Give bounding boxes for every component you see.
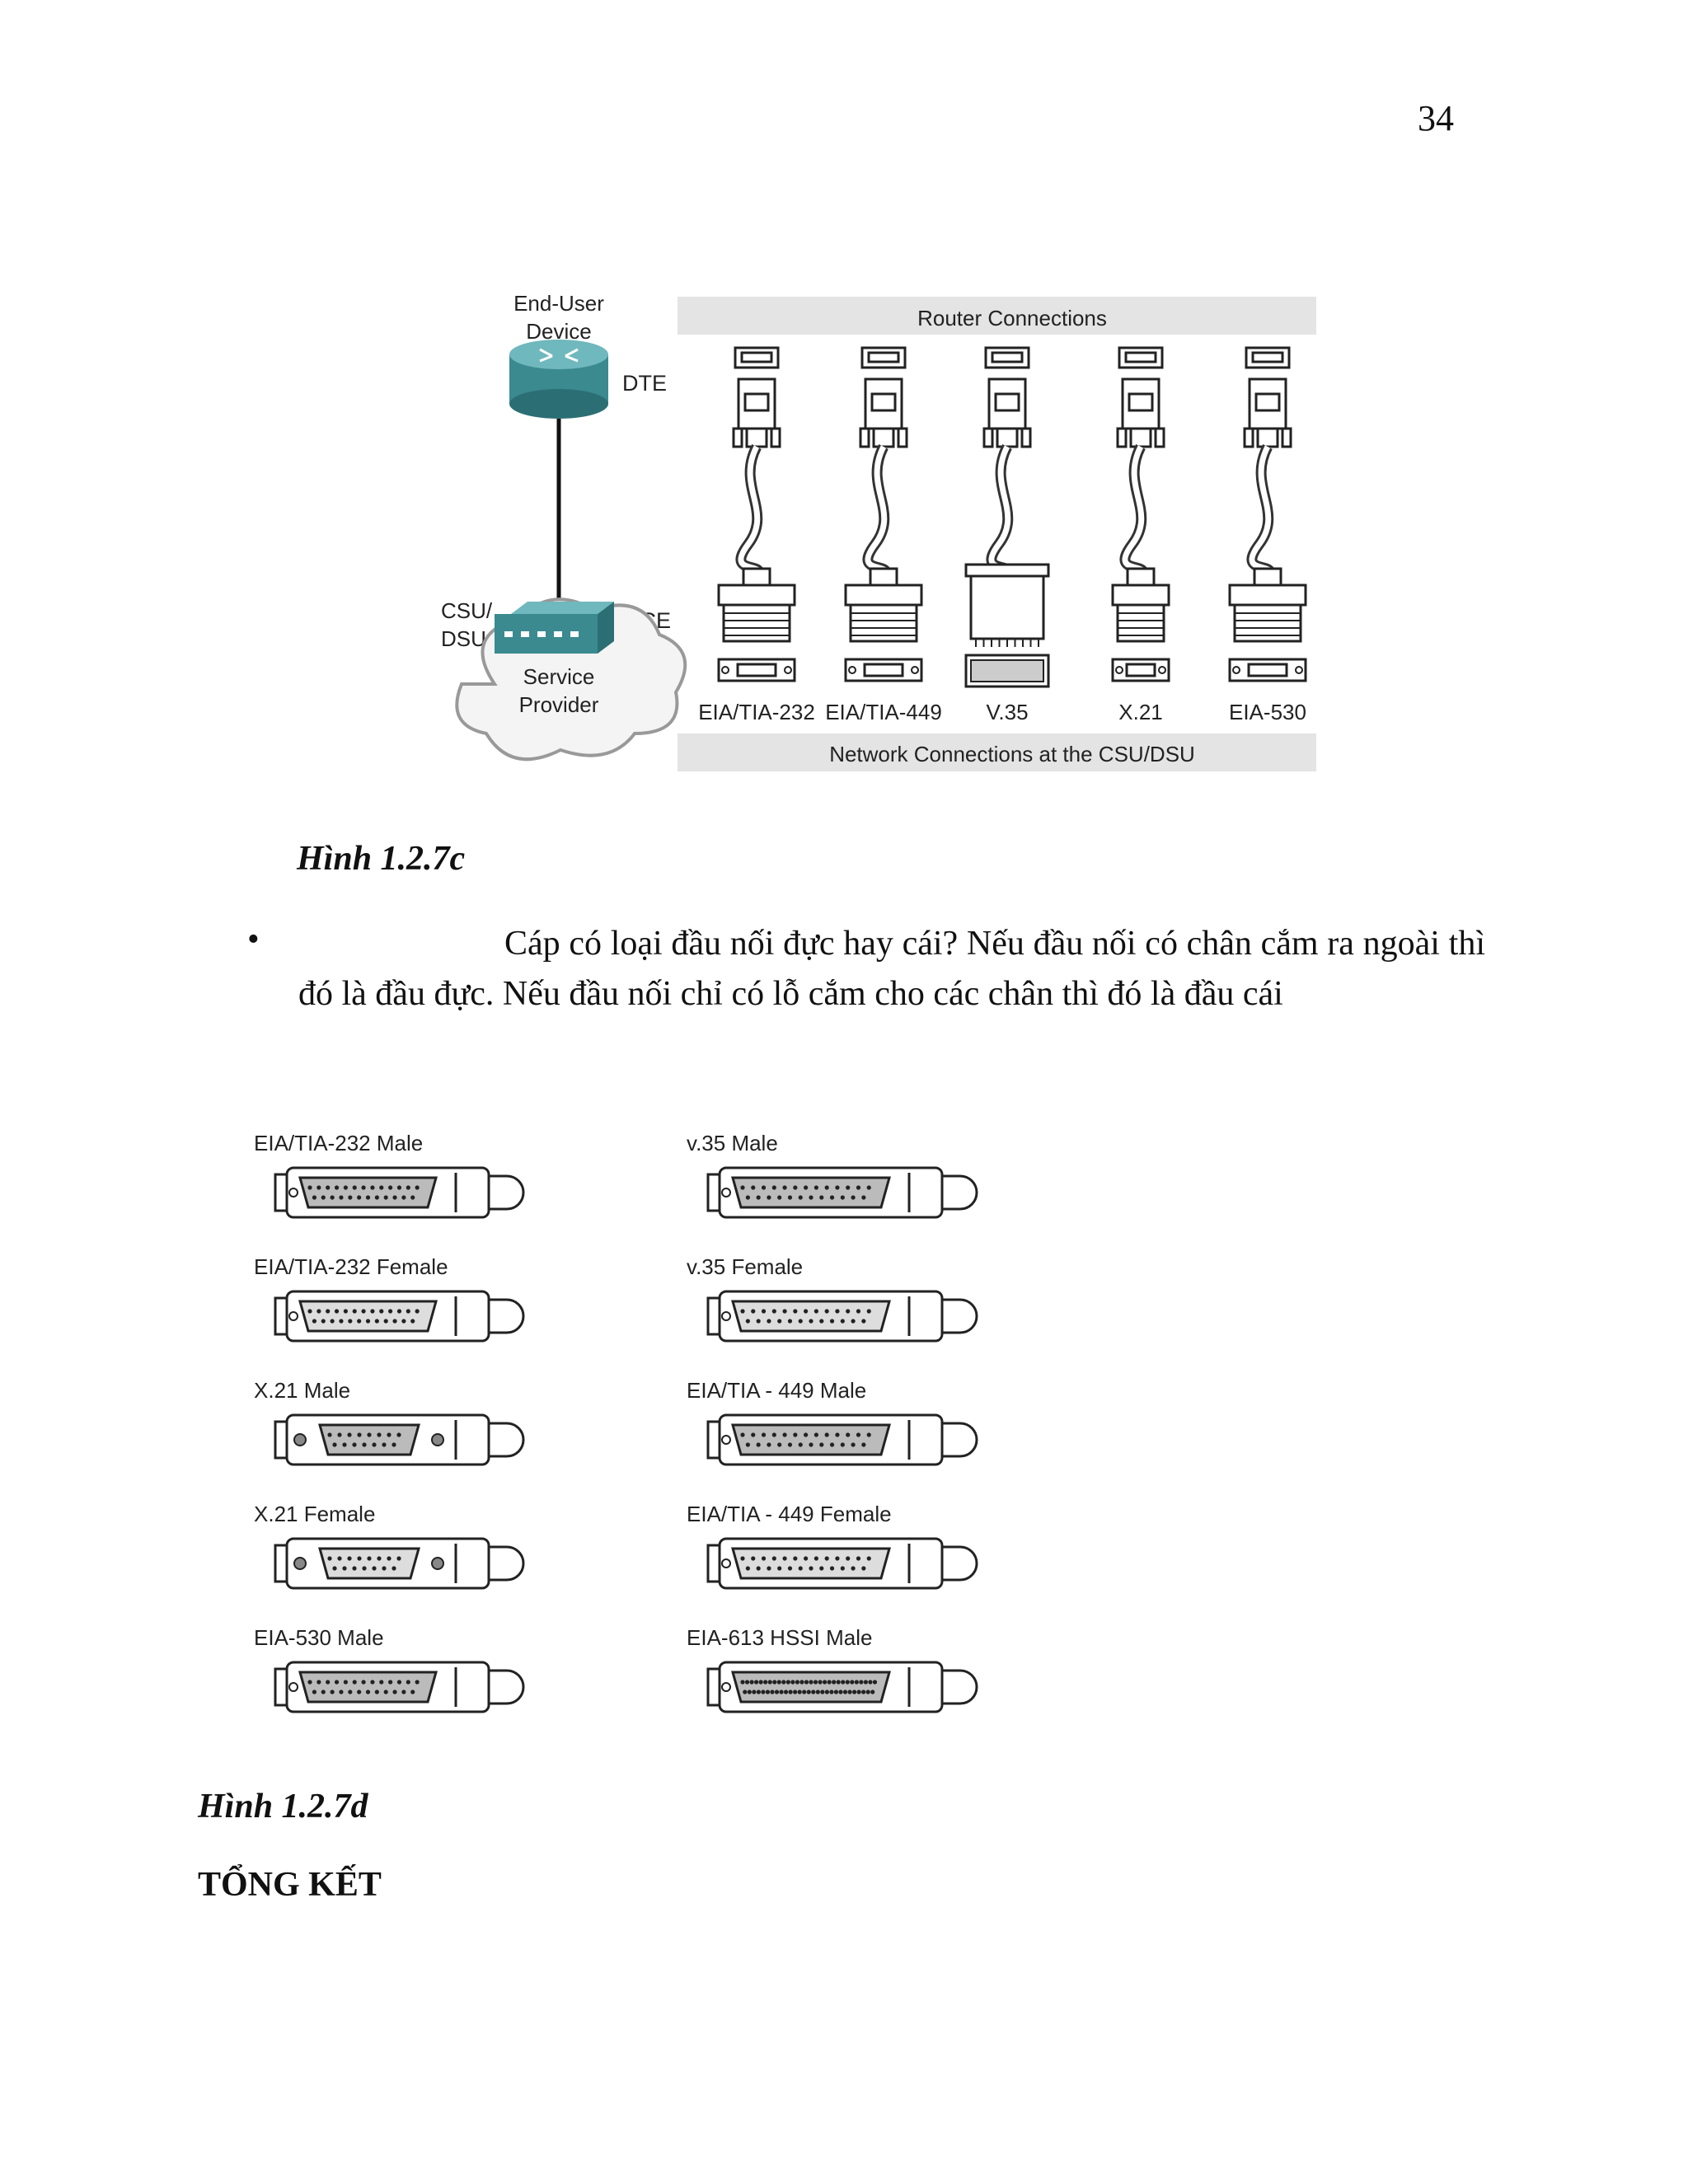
csu-label-line1: CSU/ xyxy=(441,598,493,623)
serial-cable-1 xyxy=(717,346,796,682)
paragraph-male-female: Cáp có loại đầu nối đực hay cái? Nếu đầu… xyxy=(298,919,1485,1019)
figure-caption-d: Hình 1.2.7d xyxy=(198,1788,368,1825)
network-connections-bar xyxy=(678,733,1316,771)
serial-cable-4 xyxy=(1111,346,1170,682)
paragraph-text: Cáp có loại đầu nối đực hay cái? Nếu đầu… xyxy=(298,925,1485,1013)
connector-type-labels: EIA/TIA-232 EIA/TIA-449 V.35 X.21 EIA-530 xyxy=(698,700,1306,724)
serial-cable-5 xyxy=(1228,346,1307,682)
router-connections-label: Router Connections xyxy=(917,306,1107,330)
network-connections-label: Network Connections at the CSU/DSU xyxy=(829,742,1195,766)
bullet-symbol: • xyxy=(247,921,260,958)
connector-label-4: X.21 xyxy=(1118,700,1163,724)
router-connections-bar xyxy=(678,297,1316,335)
dte-label: DTE xyxy=(622,371,667,396)
csu-dsu-icon xyxy=(495,602,614,654)
serial-cable-2 xyxy=(844,346,923,682)
serial-cable-3 xyxy=(964,346,1050,688)
connector-label-2: EIA/TIA-449 xyxy=(825,700,942,724)
serial-cables-group xyxy=(717,346,1307,688)
end-user-label-line1: End-User xyxy=(513,291,604,316)
section-heading-summary: TỔNG KẾT xyxy=(198,1866,382,1904)
connector-label-5: EIA-530 xyxy=(1229,700,1306,724)
router-icon xyxy=(509,340,608,419)
csu-label-line2: DSU xyxy=(441,626,486,651)
cloud-label-line2: Provider xyxy=(519,692,599,717)
figure-caption-c: Hình 1.2.7c xyxy=(297,840,466,878)
connector-label-3: V.35 xyxy=(986,700,1028,724)
cloud-label-line1: Service xyxy=(523,664,595,689)
page-number: 34 xyxy=(1418,98,1454,138)
connector-label-1: EIA/TIA-232 xyxy=(698,700,815,724)
